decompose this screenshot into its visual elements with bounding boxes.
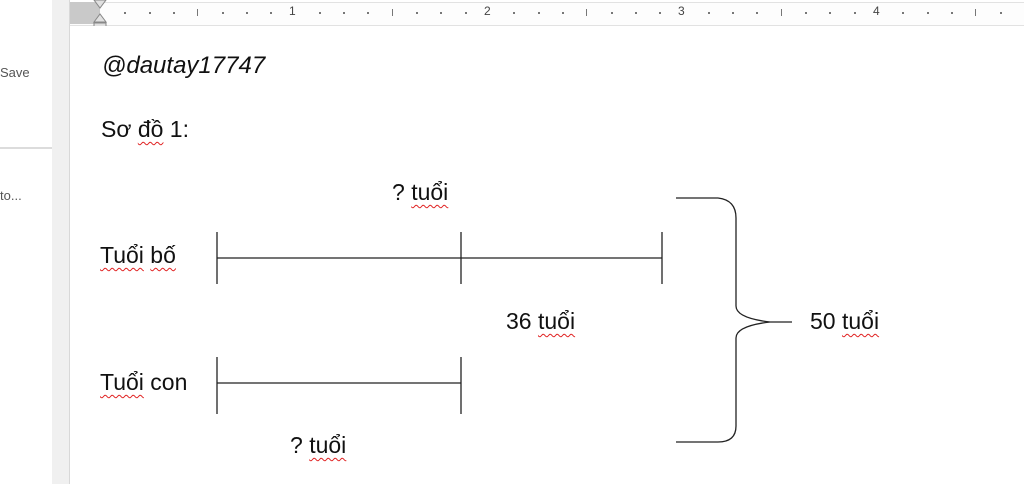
son-unknown-label: ? tuổi — [290, 432, 347, 458]
ruler-dot — [561, 12, 564, 14]
ruler-dot — [513, 12, 516, 14]
ruler-dot — [464, 12, 467, 14]
left-gutter — [52, 0, 70, 484]
ruler-dot — [926, 12, 929, 14]
ruler-dot — [634, 12, 637, 14]
ruler-dot — [440, 12, 443, 14]
ruler-dot — [124, 12, 127, 14]
father-unknown-label: ? tuổi — [392, 179, 449, 205]
ruler-dot — [756, 12, 759, 14]
difference-label: 36 tuổi — [506, 308, 576, 334]
ruler-margin — [70, 2, 100, 24]
son-age-label: Tuổi con — [100, 369, 188, 395]
ruler-number-4: 4 — [873, 4, 880, 18]
save-menu-item[interactable]: Save — [0, 65, 30, 80]
ruler-dot — [732, 12, 735, 14]
ruler-dot — [416, 12, 419, 14]
backstage-sidebar: Save to... — [0, 0, 53, 484]
ruler-number-2: 2 — [484, 4, 491, 18]
father-age-label: Tuổi bố — [100, 242, 176, 268]
ruler-dot — [367, 12, 370, 14]
age-diagram — [216, 197, 792, 443]
ruler-dot — [999, 12, 1002, 14]
ruler-dot — [805, 12, 808, 14]
ruler-dot — [221, 12, 224, 14]
ruler-dot — [853, 12, 856, 14]
ruler-dot — [537, 12, 540, 14]
ruler-dot — [659, 12, 662, 14]
author-line: @dautay17747 — [102, 52, 266, 79]
sidebar-divider — [0, 147, 52, 149]
ruler-half-tick — [586, 9, 588, 16]
ruler-dot — [610, 12, 613, 14]
ruler-number-3: 3 — [678, 4, 685, 18]
ruler-dot — [148, 12, 151, 14]
ruler-dot — [829, 12, 832, 14]
ruler-dot — [343, 12, 346, 14]
ruler-half-tick — [197, 9, 199, 16]
ruler-half-tick — [391, 9, 393, 16]
ruler-number-1: 1 — [289, 4, 296, 18]
sum-brace — [676, 197, 792, 443]
sidebar-truncated-item[interactable]: to... — [0, 188, 22, 203]
ruler-dot — [950, 12, 953, 14]
ruler-dot — [707, 12, 710, 14]
ruler-bar — [70, 2, 1024, 26]
ruler-half-tick — [780, 9, 782, 16]
ruler-half-tick — [975, 9, 977, 16]
ruler-dot — [172, 12, 175, 14]
horizontal-ruler[interactable]: 1 2 3 4 — [70, 0, 1024, 32]
ruler-dot — [245, 12, 248, 14]
ruler-dot — [270, 12, 273, 14]
ruler-dot — [902, 12, 905, 14]
ruler-dot — [318, 12, 321, 14]
sum-label: 50 tuổi — [810, 308, 880, 334]
diagram-heading: Sơ đồ 1: — [101, 116, 189, 142]
document-page[interactable]: @dautay17747 Sơ đồ 1: ? tuổi Tuổi bố 36 … — [70, 26, 1024, 484]
